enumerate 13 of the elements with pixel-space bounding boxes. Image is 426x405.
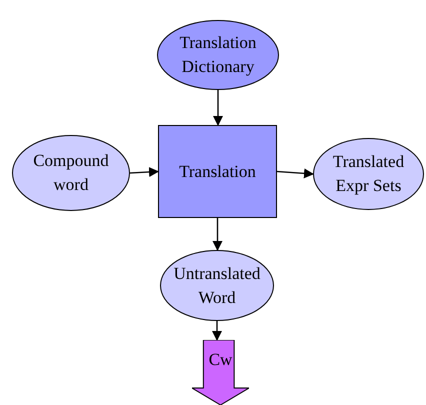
arrow (276, 168, 314, 178)
arrow (212, 218, 222, 251)
node-label: Compound word (32, 150, 110, 196)
node-label: Translation (179, 160, 256, 182)
arrow (212, 321, 222, 341)
down-block-arrow (192, 340, 249, 405)
process-box (158, 125, 277, 218)
node-label: Translation Dictionary (178, 32, 258, 78)
node-label: Cw (208, 349, 232, 371)
node-label: Untranslated Word (172, 262, 262, 308)
arrow (130, 167, 159, 177)
arrow (213, 90, 223, 126)
node-label: Translated Expr Sets (332, 151, 406, 197)
